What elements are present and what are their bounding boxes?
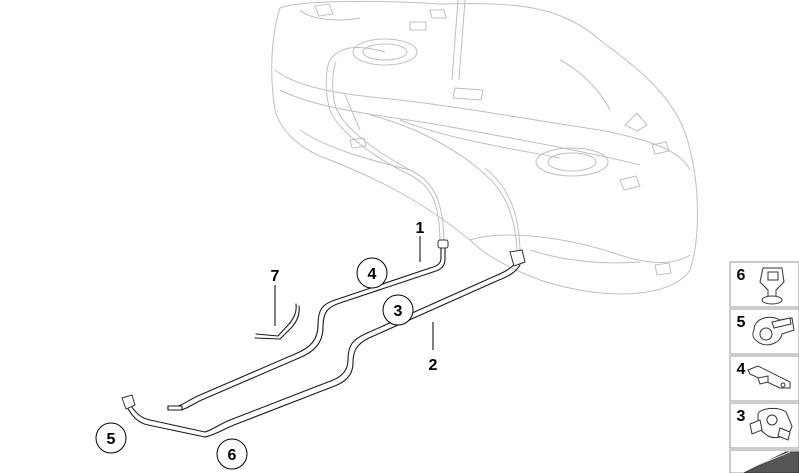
callout-3-circle: 3 [382, 294, 414, 326]
line-connector [437, 239, 449, 249]
callout-6: 6 [228, 447, 237, 464]
callout-4-circle: 4 [356, 257, 388, 289]
clip-icon [759, 267, 785, 305]
callout-5-circle: 5 [95, 422, 127, 454]
legend-number-3: 3 [737, 408, 746, 425]
feed-line-1 [167, 239, 449, 411]
legend-item-3: 3 [729, 402, 799, 449]
legend-item-5: 5 [729, 308, 799, 355]
callout-6-circle: 6 [216, 438, 248, 470]
legend-item-fastener [729, 449, 799, 473]
legend-number-5: 5 [737, 314, 746, 331]
hose-clamp-icon [752, 316, 795, 346]
line-end-fitting-left [121, 394, 136, 410]
short-line-7 [254, 303, 300, 340]
callout-1: 1 [416, 220, 425, 237]
callout-3: 3 [394, 303, 403, 320]
callout-5: 5 [107, 431, 116, 448]
holder-icon [749, 407, 793, 441]
tank-routing-lines [325, 47, 561, 251]
line-connector-right [509, 249, 526, 267]
callout-4: 4 [368, 266, 377, 283]
parts-legend: 6 5 4 [729, 261, 799, 473]
bracket-icon [747, 365, 791, 389]
line-end-fitting [167, 405, 183, 411]
legend-item-4: 4 [729, 355, 799, 402]
legend-number-6: 6 [737, 267, 746, 284]
callout-2: 2 [429, 357, 438, 374]
fuel-tank [271, 0, 698, 295]
leader-lines [274, 236, 434, 350]
legend-number-4: 4 [737, 361, 746, 378]
legend-item-6: 6 [729, 261, 799, 308]
return-line-2 [121, 249, 526, 438]
fastener-icon [743, 451, 799, 473]
callout-7: 7 [271, 268, 280, 285]
